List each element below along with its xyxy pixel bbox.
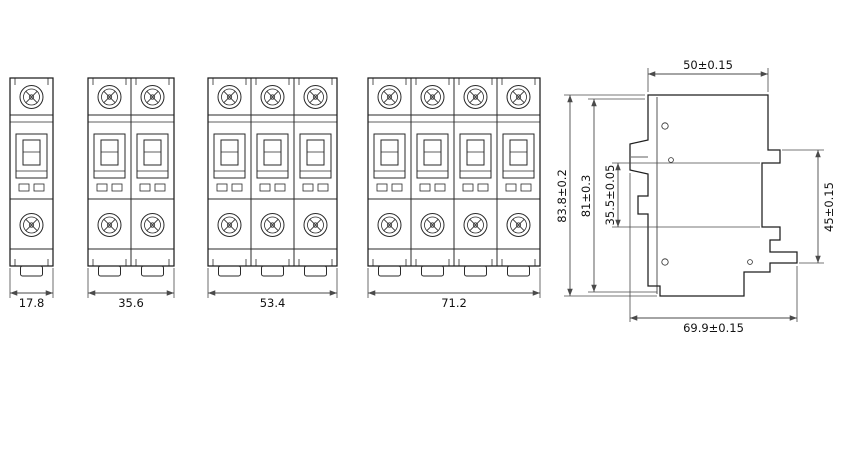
rivet-hole [661, 122, 669, 130]
dim-label-rail-height: 45±0.15 [822, 182, 836, 232]
side-dim-rail-span: 35.5±0.05 [603, 162, 760, 228]
pole-2 [410, 77, 455, 277]
pole-2 [250, 77, 295, 277]
breaker-4pole-width-dimension: 71.2 [367, 268, 541, 310]
pole-1 [367, 77, 412, 277]
side-view-outline [629, 94, 798, 297]
pole-4 [496, 77, 541, 277]
breaker-2pole-front-view [87, 77, 175, 277]
rivet-hole [661, 258, 669, 266]
side-dim-overall-height: 83.8±0.2 [555, 94, 657, 297]
dim-label-3pole-width: 53.4 [260, 296, 286, 310]
pole-1 [87, 77, 132, 277]
rivet-hole [747, 259, 753, 265]
dim-label-rail-span: 35.5±0.05 [603, 165, 617, 226]
breaker-side-view [629, 94, 798, 297]
dim-label-2pole-width: 35.6 [118, 296, 144, 310]
breaker-1pole-front-view [9, 77, 54, 277]
pole-1 [9, 77, 54, 277]
breaker-3pole-width-dimension: 53.4 [207, 268, 338, 310]
side-dim-body-height: 81±0.3 [579, 98, 657, 293]
side-dim-rail-height: 45±0.15 [782, 149, 836, 264]
dim-label-top-width: 50±0.15 [683, 58, 733, 72]
dim-label-overall-height: 83.8±0.2 [555, 169, 569, 223]
pole-2 [130, 77, 175, 277]
pole-3 [453, 77, 498, 277]
pole-1 [207, 77, 252, 277]
dim-label-1pole-width: 17.8 [19, 296, 45, 310]
side-dim-overall-depth: 69.9±0.15 [629, 173, 798, 335]
side-dim-top-width: 50±0.15 [647, 58, 769, 92]
dim-label-overall-depth: 69.9±0.15 [683, 321, 744, 335]
breaker-2pole-width-dimension: 35.6 [87, 268, 175, 310]
pole-3 [293, 77, 338, 277]
dim-label-4pole-width: 71.2 [441, 296, 467, 310]
dim-label-body-height: 81±0.3 [579, 175, 593, 218]
breaker-4pole-front-view [367, 77, 541, 277]
breaker-1pole-width-dimension: 17.8 [9, 268, 54, 310]
breaker-3pole-front-view [207, 77, 338, 277]
rivet-hole [668, 157, 674, 163]
